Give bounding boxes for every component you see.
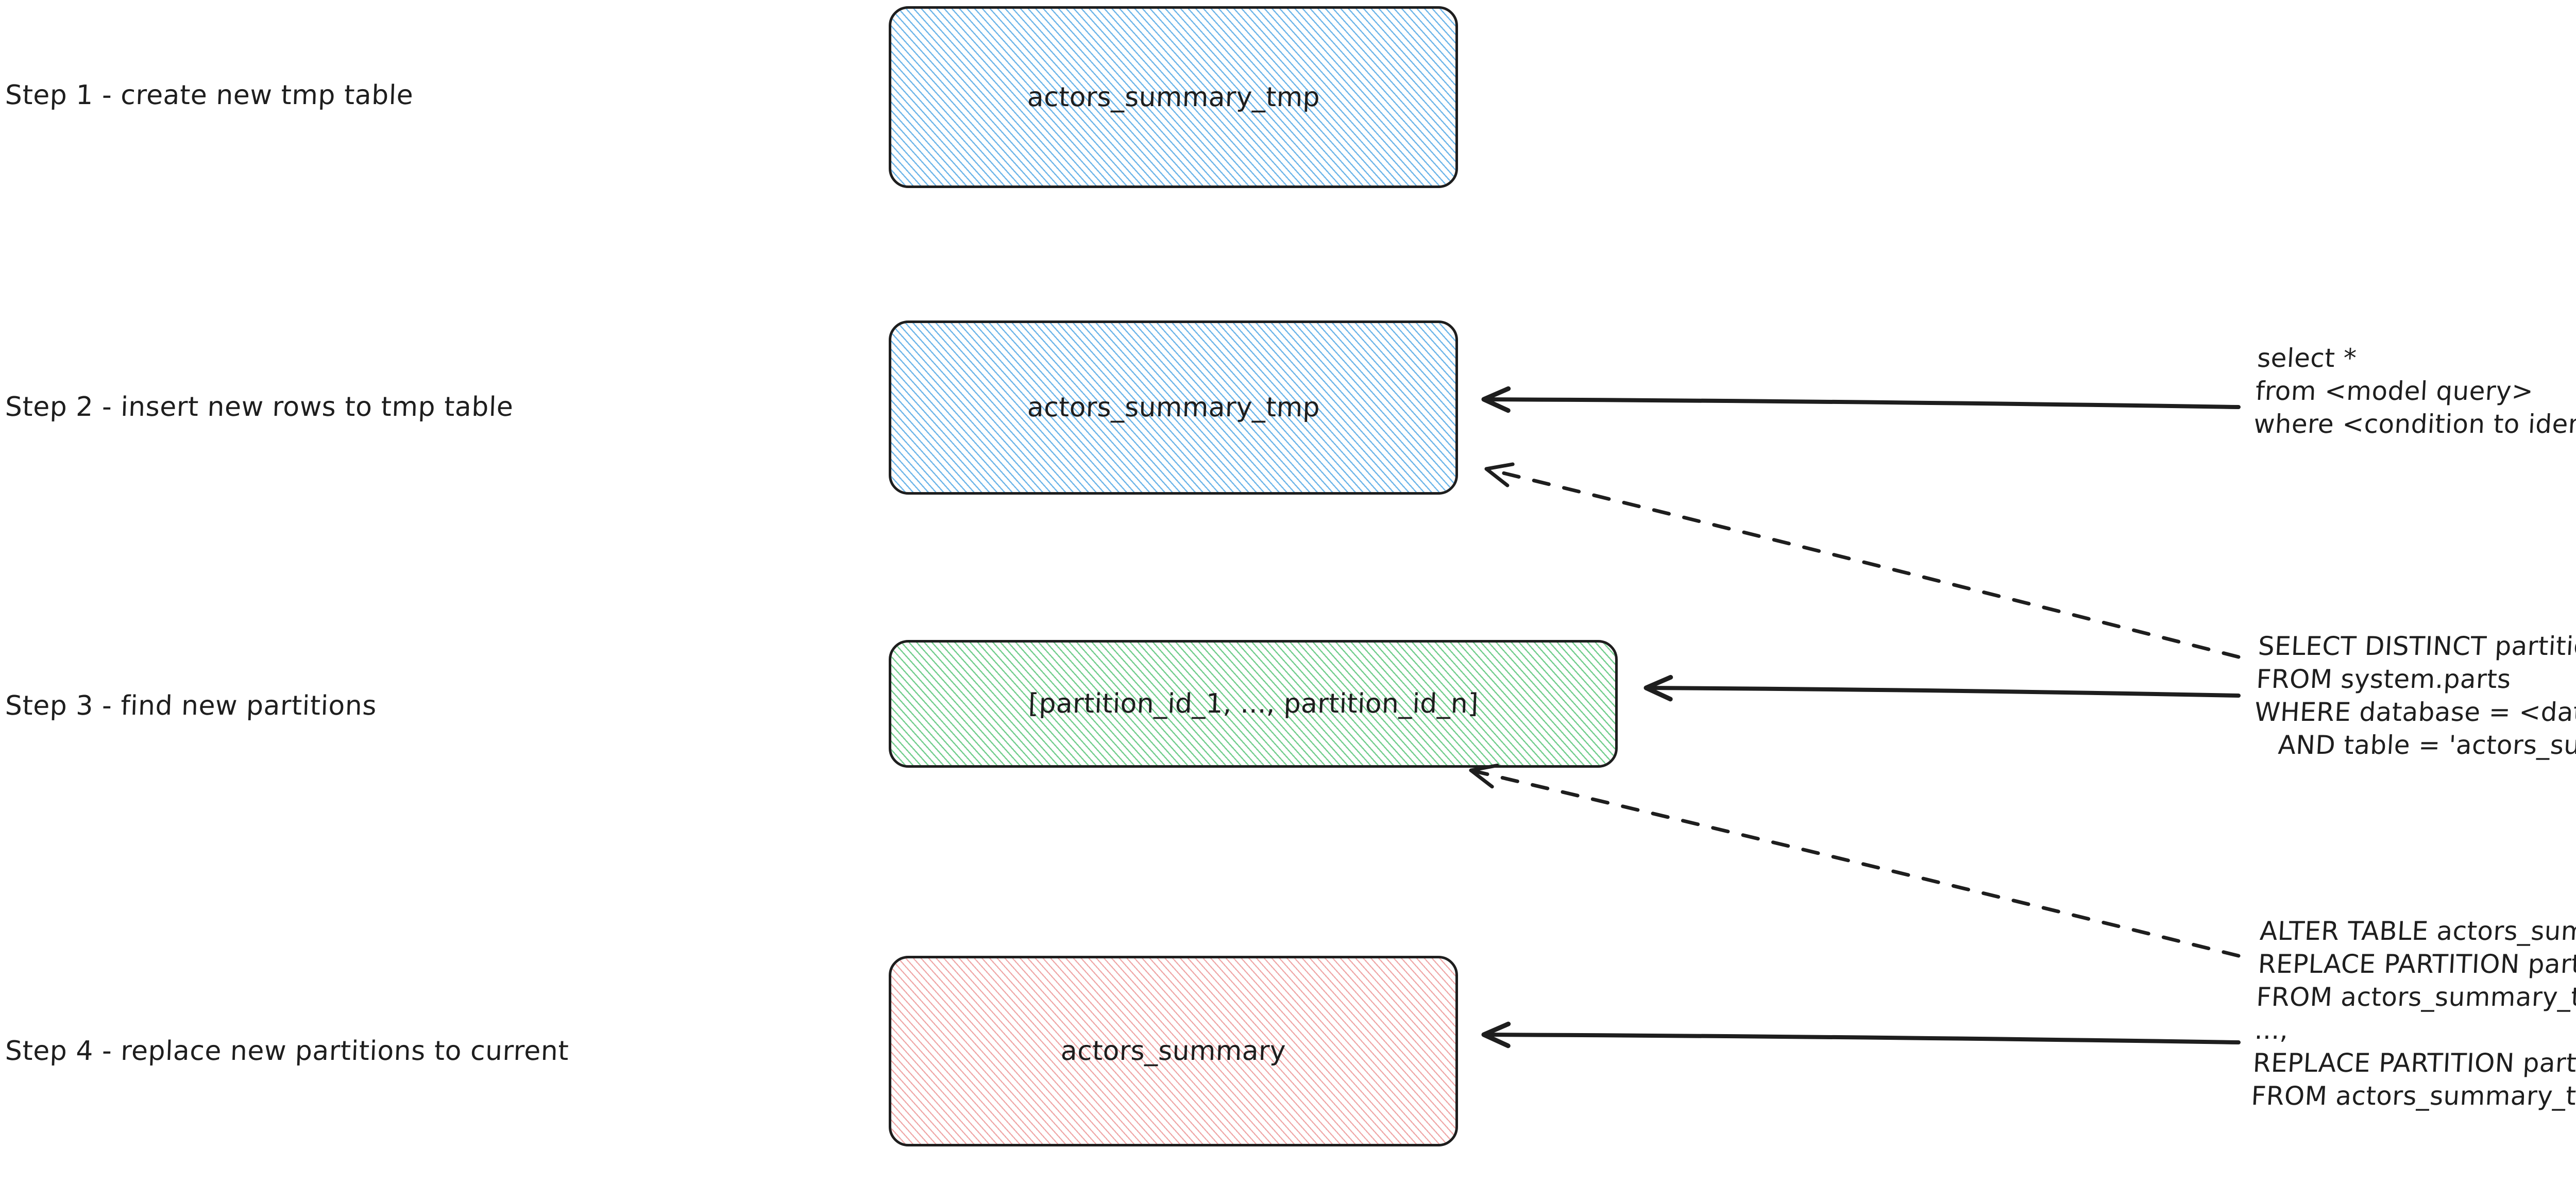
- annotation-insert-query: select * from <model query> where <condi…: [2253, 342, 2576, 441]
- connector-replace-to-partitions-dashed: [1469, 764, 2241, 958]
- annotation-replace-partitions-query: ALTER TABLE actors_summary REPLACE PARTI…: [2250, 915, 2576, 1112]
- connector-replace-query-to-target-table: [1481, 1021, 2241, 1049]
- connector-find-partitions-to-partitions: [1643, 674, 2241, 702]
- node-target-table[interactable]: actors_summary: [889, 956, 1458, 1146]
- step-label-4: Step 4 - replace new partitions to curre…: [4, 1036, 570, 1067]
- node-label: actors_summary: [1060, 1036, 1286, 1067]
- node-label: actors_summary_tmp: [1026, 392, 1320, 423]
- node-tmp-table-step1[interactable]: actors_summary_tmp: [889, 6, 1458, 188]
- annotation-find-partitions-query: SELECT DISTINCT partition_id FROM system…: [2252, 630, 2576, 762]
- node-label: actors_summary_tmp: [1026, 81, 1320, 113]
- annotation-line: select * from <model query> where <condi…: [2253, 343, 2576, 439]
- connector-insert-query-to-tmp-table: [1481, 386, 2241, 413]
- node-tmp-table-step2[interactable]: actors_summary_tmp: [889, 320, 1458, 495]
- node-label: [partition_id_1, ..., partition_id_n]: [1027, 688, 1479, 719]
- step-label-1: Step 1 - create new tmp table: [4, 80, 414, 111]
- annotation-line: SELECT DISTINCT partition_id FROM system…: [2253, 631, 2576, 760]
- node-partitions-list[interactable]: [partition_id_1, ..., partition_id_n]: [889, 640, 1618, 768]
- annotation-line: ALTER TABLE actors_summary REPLACE PARTI…: [2250, 916, 2576, 1111]
- step-label-3: Step 3 - find new partitions: [4, 690, 377, 721]
- step-label-2: Step 2 - insert new rows to tmp table: [4, 392, 514, 423]
- connector-partitions-to-tmp-table-dashed: [1484, 462, 2241, 659]
